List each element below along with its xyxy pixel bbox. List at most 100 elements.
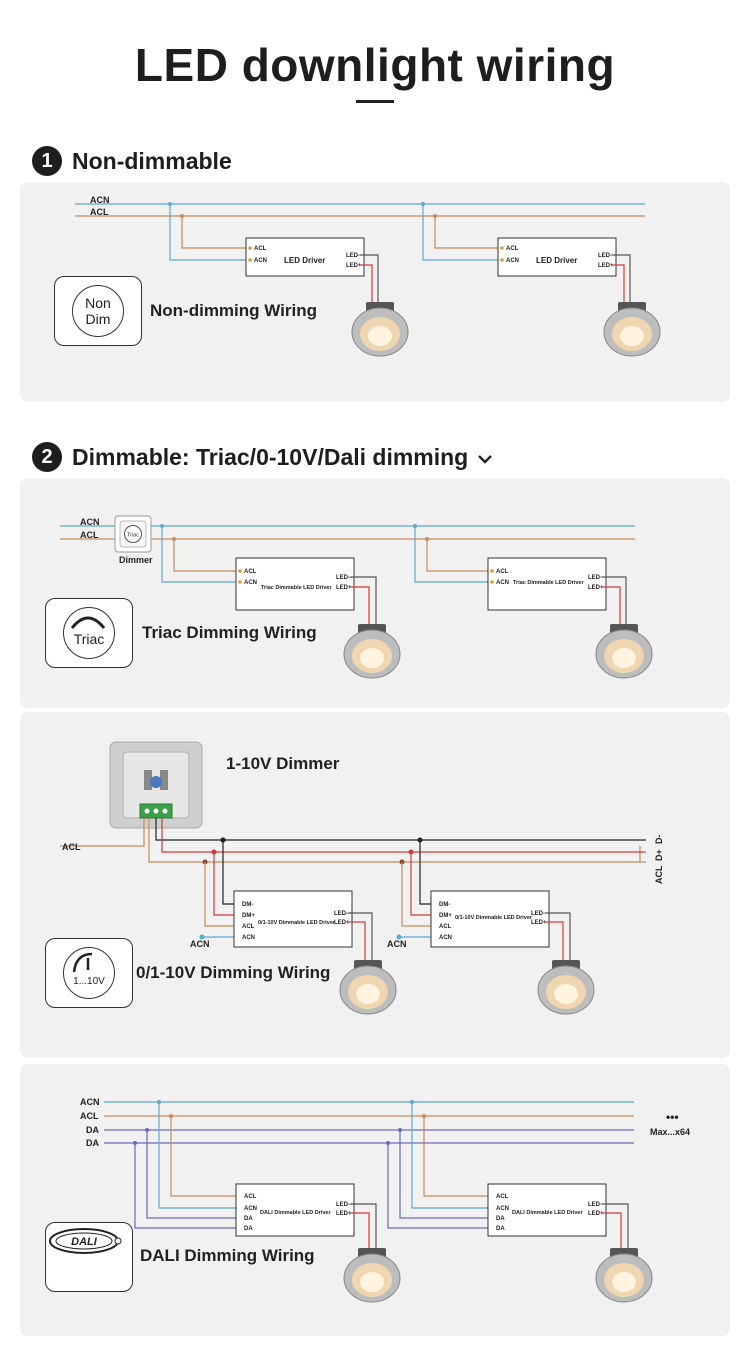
pin-led-plus: LED+ <box>334 920 350 926</box>
pin-led-minus: LED- <box>346 253 360 259</box>
triac-icon-text: Triac <box>73 631 105 647</box>
triac-panel: ACN ACL Triac Dimmer ACL ACN Triac Dimma… <box>20 478 730 708</box>
section-1-label: Non-dimmable <box>72 147 232 174</box>
section-2-label: Dimmable: Triac/0-10V/Dali dimming <box>72 443 469 470</box>
pin-led-plus: LED+ <box>531 920 547 926</box>
pin-led-plus: LED+ <box>598 263 614 269</box>
driver-label: LED Driver <box>284 256 325 265</box>
pin-acl: ACL <box>244 1194 257 1200</box>
pin-led-plus: LED+ <box>588 585 604 591</box>
pin-led-minus: LED- <box>336 575 350 581</box>
acl-label: ACL <box>80 1111 99 1121</box>
pin-acl: ACL <box>242 924 255 930</box>
dali-driver-box <box>487 1183 607 1237</box>
pin-acn: ACN <box>254 258 267 264</box>
dali-wiring-label: DALI Dimming Wiring <box>140 1246 315 1265</box>
pin-da: DA <box>496 1226 505 1232</box>
driver-label: 0/1-10V Dimmable LED Driver <box>455 915 533 921</box>
triac-driver-box <box>235 557 355 611</box>
triac-driver-box <box>487 557 607 611</box>
d-minus-label: D- <box>654 835 664 845</box>
pin-led-minus: LED- <box>334 911 348 917</box>
pin-dm-plus: DM+ <box>242 913 255 919</box>
acl-right-label: ACL <box>654 865 664 884</box>
driver-group-2: ACN DM- DM+ ACL ACN 0/1-10V Dimmable LED… <box>387 837 571 962</box>
pin-led-minus: LED- <box>588 1202 602 1208</box>
section-1-number: 1 <box>32 146 62 176</box>
acn-label: ACN <box>80 1097 100 1107</box>
triac-wiring-label: Triac Dimming Wiring <box>142 623 317 642</box>
led-driver-box <box>245 237 365 277</box>
acl-label: ACL <box>62 842 81 852</box>
driver-label: Triac Dimmable LED Driver <box>513 580 584 586</box>
pin-acn: ACN <box>244 1206 257 1212</box>
dali-panel: ACN ACL DA DA ••• Max...x64 ACL ACN DA D… <box>20 1064 730 1336</box>
downlight-icon <box>343 1248 401 1303</box>
pin-acl: ACL <box>496 569 509 575</box>
pin-dm-minus: DM- <box>439 902 450 908</box>
downlight-icon <box>537 960 595 1015</box>
dali-icon: DALI <box>45 1222 133 1292</box>
pin-da: DA <box>496 1216 505 1222</box>
non-dim-panel: ACN ACL ACL ACN LED Driver LED- LED+ <box>20 182 730 402</box>
d-plus-label: D+ <box>654 849 664 861</box>
driver-label: Triac Dimmable LED Driver <box>261 585 332 591</box>
downlight-icon <box>343 624 401 679</box>
section-2-heading: 2 Dimmable: Triac/0-10V/Dali dimming <box>32 442 494 472</box>
da-label-1: DA <box>86 1125 99 1135</box>
acn-label: ACN <box>387 939 407 949</box>
zero-ten-wiring-label: 0/1-10V Dimming Wiring <box>136 963 331 982</box>
triac-dimmer-switch: Triac <box>114 515 152 553</box>
zero-ten-icon: 1...10V <box>45 938 133 1008</box>
ellipsis: ••• <box>666 1110 679 1124</box>
driver-group-2: ACL ACN LED Driver LED- LED+ <box>421 202 631 304</box>
pin-led-plus: LED+ <box>588 1211 604 1217</box>
dimmer-device <box>109 741 203 829</box>
pin-acn: ACN <box>496 1206 509 1212</box>
pin-da: DA <box>244 1216 253 1222</box>
pin-dm-plus: DM+ <box>439 913 452 919</box>
dimmer-icon-text: Triac <box>127 533 139 539</box>
dali-logo-icon: DALI <box>49 1228 122 1254</box>
pin-acn: ACN <box>244 580 257 586</box>
dali-driver-box <box>235 1183 355 1237</box>
pin-acl: ACL <box>496 1194 509 1200</box>
pin-led-minus: LED- <box>598 253 612 259</box>
pin-led-minus: LED- <box>531 911 545 917</box>
title-underline <box>356 100 394 103</box>
pin-led-plus: LED+ <box>336 585 352 591</box>
driver-label: LED Driver <box>536 256 577 265</box>
non-dim-icon-line-1: Non <box>85 295 111 311</box>
acn-label: ACN <box>90 195 110 205</box>
zero-ten-icon-text: 1...10V <box>73 976 105 987</box>
pin-acn: ACN <box>439 935 452 941</box>
acl-label: ACL <box>80 530 99 540</box>
pin-acl: ACL <box>254 246 267 252</box>
driver-label: DALI Dimmable LED Driver <box>260 1210 331 1216</box>
page-title: LED downlight wiring <box>134 39 616 91</box>
pin-acn: ACN <box>242 935 255 941</box>
driver-label: 0/1-10V Dimmable LED Driver <box>258 920 336 926</box>
zero-ten-diagram: ACL D- D+ ACL ACN DM- DM+ ACL ACN 0/1-10… <box>60 741 664 1015</box>
driver-group-1: ACL ACN LED Driver LED- LED+ <box>168 202 379 304</box>
driver-group-2: ACL ACN DA DA DALI Dimmable LED Driver L… <box>386 1100 629 1250</box>
pin-led-plus: LED+ <box>336 1211 352 1217</box>
section-2-number: 2 <box>32 442 62 472</box>
pin-led-minus: LED- <box>336 1202 350 1208</box>
pin-dm-minus: DM- <box>242 902 253 908</box>
dimmer-title: 1-10V Dimmer <box>226 754 340 773</box>
led-driver-box <box>497 237 617 277</box>
chevron-down-icon <box>478 455 493 464</box>
max-label: Max...x64 <box>650 1127 690 1137</box>
pin-acl: ACL <box>244 569 257 575</box>
triac-diagram: ACN ACL Triac Dimmer ACL ACN Triac Dimma… <box>60 515 653 679</box>
pin-acn: ACN <box>496 580 509 586</box>
downlight-icon <box>595 1248 653 1303</box>
pin-led-plus: LED+ <box>346 263 362 269</box>
zero-ten-panel: ACL D- D+ ACL ACN DM- DM+ ACL ACN 0/1-10… <box>20 712 730 1058</box>
non-dim-wiring-label: Non-dimming Wiring <box>150 301 317 320</box>
acl-label: ACL <box>90 207 109 217</box>
pin-acl: ACL <box>439 924 452 930</box>
pin-led-minus: LED- <box>588 575 602 581</box>
zero-ten-driver-box <box>430 890 550 948</box>
